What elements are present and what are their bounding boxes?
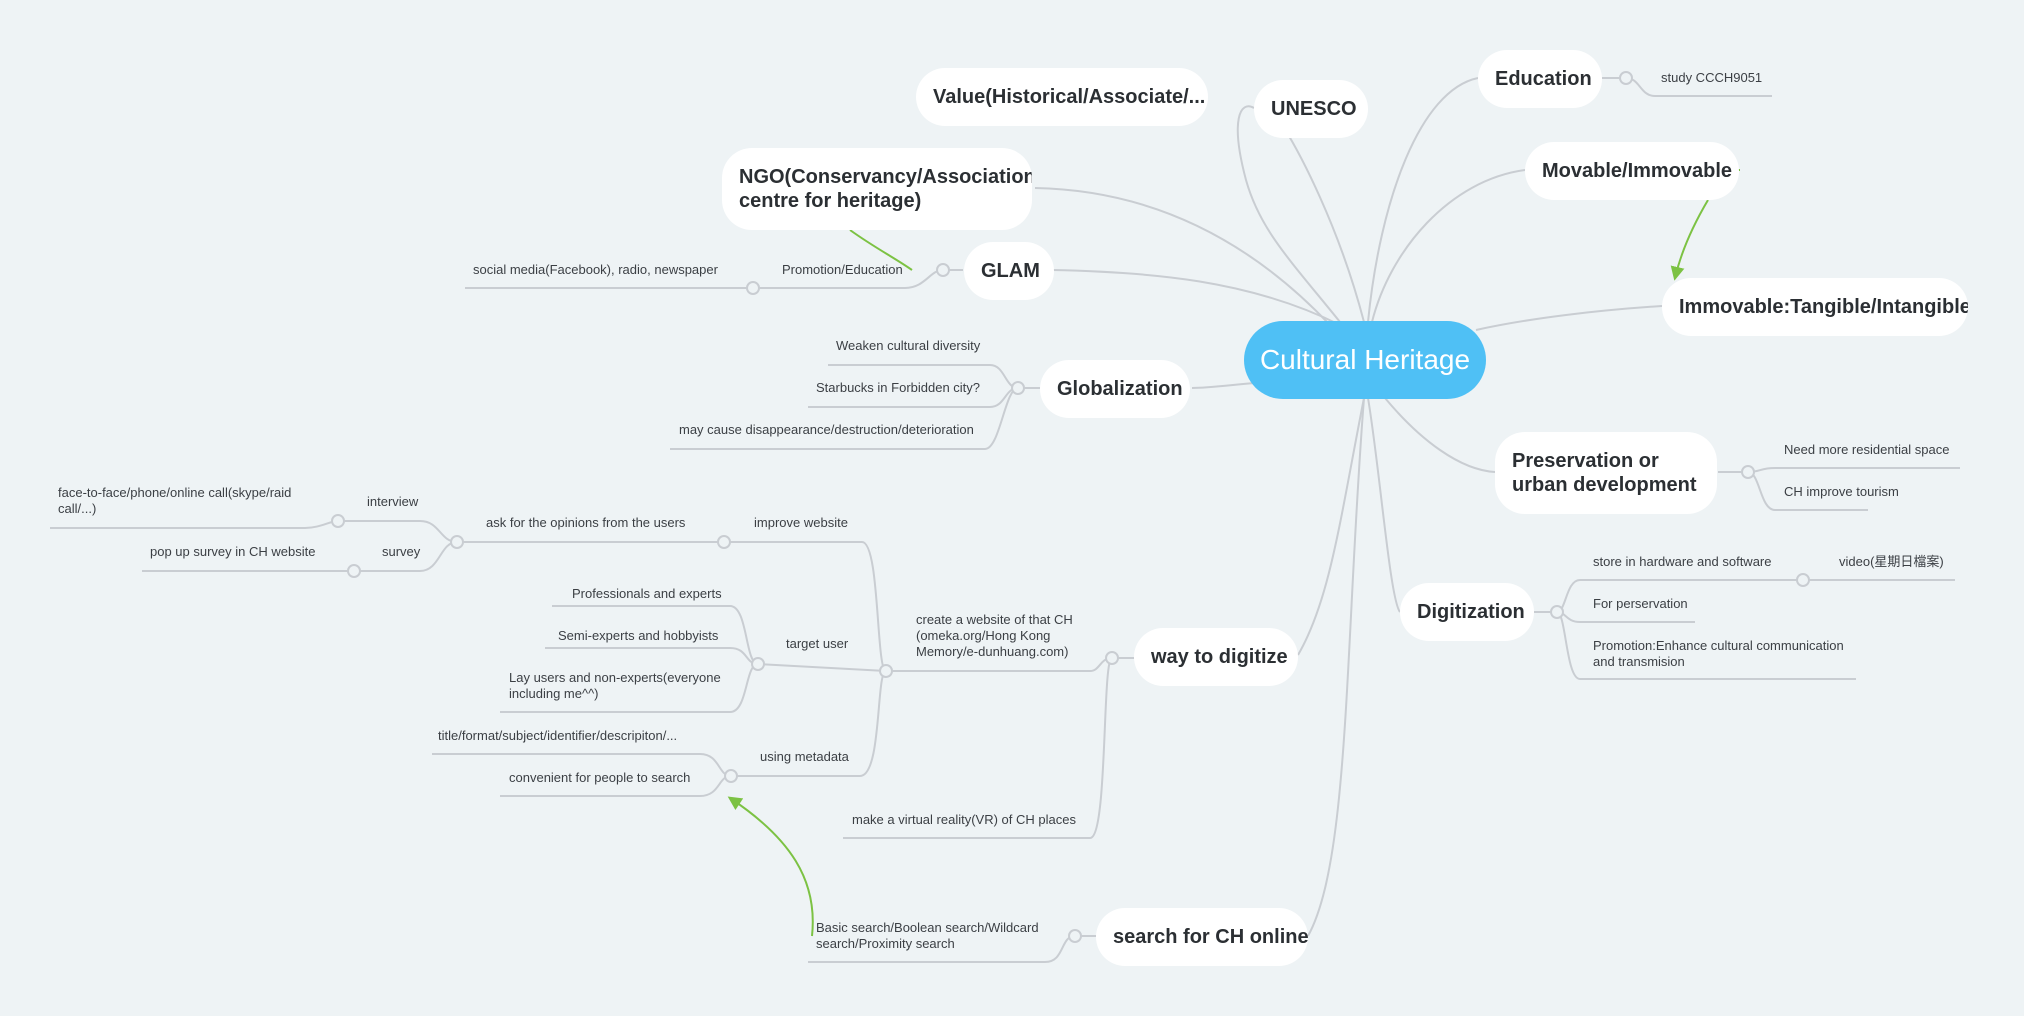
- subtopic-interview[interactable]: interview: [367, 494, 419, 509]
- subtopic-tourism[interactable]: CH improve tourism: [1784, 484, 1899, 499]
- subtopic-using-metadata[interactable]: using metadata: [760, 749, 849, 764]
- branch-joint[interactable]: [1105, 651, 1119, 665]
- link-perservation: [1556, 611, 1695, 623]
- link-interview: [338, 520, 458, 543]
- subtopic-survey[interactable]: survey: [382, 544, 421, 559]
- branch-joint[interactable]: [724, 769, 738, 783]
- subtopic-lay-users[interactable]: Lay users and non-experts(everyone inclu…: [509, 670, 721, 701]
- topic-preservation[interactable]: Preservation or urban development: [1495, 432, 1717, 514]
- link-root-way-to-digitize: [1297, 397, 1365, 656]
- subtopic-semi-experts[interactable]: Semi-experts and hobbyists: [558, 628, 719, 643]
- subtopic-target-user[interactable]: target user: [786, 636, 849, 651]
- subtopic-social-media[interactable]: social media(Facebook), radio, newspaper: [473, 262, 718, 277]
- topic-way-to-digitize[interactable]: way to digitize: [1134, 628, 1298, 686]
- link-root-unesco: [1274, 113, 1365, 323]
- branch-joint[interactable]: [936, 263, 950, 277]
- link-interview-detail: [50, 520, 339, 529]
- topic-value[interactable]: Value(Historical/Associate/...: [916, 68, 1208, 126]
- subtopic-interview-detail[interactable]: face-to-face/phone/online call(skype/rai…: [58, 485, 292, 516]
- branch-joint[interactable]: [1741, 465, 1755, 479]
- branch-joint[interactable]: [879, 664, 893, 678]
- branch-joint[interactable]: [347, 564, 361, 578]
- branch-joint[interactable]: [717, 535, 731, 549]
- subtopic-may-cause[interactable]: may cause disappearance/destruction/dete…: [679, 422, 974, 437]
- link-root-globalization: [1191, 382, 1256, 389]
- link-root-ngo: [1034, 187, 1331, 326]
- branch-joint[interactable]: [1550, 605, 1564, 619]
- relationship-arrow-movable-immovable[interactable]: [1670, 199, 1709, 281]
- topic-unesco[interactable]: UNESCO: [1254, 80, 1368, 138]
- topic-movable-immovable[interactable]: Movable/Immovable: [1525, 142, 1739, 200]
- relationship-arrow-search-metadata[interactable]: [727, 796, 814, 937]
- central-topic[interactable]: Cultural Heritage: [1244, 321, 1486, 399]
- subtopic-starbucks[interactable]: Starbucks in Forbidden city?: [816, 380, 981, 395]
- topic-search-online[interactable]: search for CH online: [1096, 908, 1308, 966]
- subtopic-convenient-search[interactable]: convenient for people to search: [509, 770, 691, 785]
- link-root-movable: [1371, 169, 1526, 323]
- branch-joint[interactable]: [1068, 929, 1082, 943]
- link-target-user: [757, 663, 887, 672]
- link-residential: [1747, 467, 1960, 473]
- link-root-glam: [1051, 269, 1341, 326]
- link-semi-experts: [545, 647, 759, 665]
- topic-glam[interactable]: GLAM: [964, 242, 1054, 300]
- link-root-immovable: [1475, 305, 1663, 331]
- link-root-preservation: [1384, 397, 1496, 473]
- link-may-cause: [670, 387, 1019, 450]
- subtopic-improve-website[interactable]: improve website: [754, 515, 848, 530]
- subtopic-perservation[interactable]: For perservation: [1593, 596, 1688, 611]
- subtopic-video[interactable]: video(星期日檔案): [1839, 554, 1944, 569]
- topic-ngo[interactable]: NGO(Conservancy/Association centre for h…: [722, 148, 1032, 230]
- subtopic-promotion-ccm[interactable]: Promotion:Enhance cultural communication…: [1593, 638, 1844, 669]
- subtopic-metadata-fields[interactable]: title/format/subject/identifier/descripi…: [438, 728, 678, 743]
- branch-joint[interactable]: [1796, 573, 1810, 587]
- topic-immovable-tangible[interactable]: Immovable:Tangible/Intangible: [1662, 278, 1968, 336]
- branch-joint[interactable]: [1619, 71, 1633, 85]
- subtopic-ask-opinions[interactable]: ask for the opinions from the users: [486, 515, 686, 530]
- subtopic-store[interactable]: store in hardware and software: [1593, 554, 1772, 569]
- link-root-education: [1367, 77, 1479, 323]
- topic-digitization[interactable]: Digitization: [1400, 583, 1534, 641]
- subtopic-create-website[interactable]: create a website of that CH (omeka.org/H…: [916, 612, 1073, 659]
- link-vr: [843, 657, 1113, 839]
- topic-globalization[interactable]: Globalization: [1040, 360, 1190, 418]
- branch-joint[interactable]: [1011, 381, 1025, 395]
- subtopic-search-types[interactable]: Basic search/Boolean search/Wildcard sea…: [816, 920, 1039, 951]
- subtopic-promotion-education[interactable]: Promotion/Education: [782, 262, 903, 277]
- subtopic-survey-detail[interactable]: pop up survey in CH website: [150, 544, 316, 559]
- subtopic-residential[interactable]: Need more residential space: [1784, 442, 1950, 457]
- branch-joint[interactable]: [331, 514, 345, 528]
- subtopic-study[interactable]: study CCCH9051: [1661, 70, 1763, 85]
- link-unesco-value: [1236, 105, 1341, 323]
- branch-joint[interactable]: [746, 281, 760, 295]
- subtopic-weaken-diversity[interactable]: Weaken cultural diversity: [836, 338, 981, 353]
- link-root-digitization: [1367, 397, 1401, 613]
- branch-joint[interactable]: [450, 535, 464, 549]
- relationship-line-ngo-glam[interactable]: [849, 229, 913, 271]
- branch-joint[interactable]: [751, 657, 765, 671]
- subtopic-vr[interactable]: make a virtual reality(VR) of CH places: [852, 812, 1076, 827]
- topic-education[interactable]: Education: [1478, 50, 1602, 108]
- subtopic-professionals[interactable]: Professionals and experts: [572, 586, 722, 601]
- link-root-search-online: [1307, 397, 1365, 937]
